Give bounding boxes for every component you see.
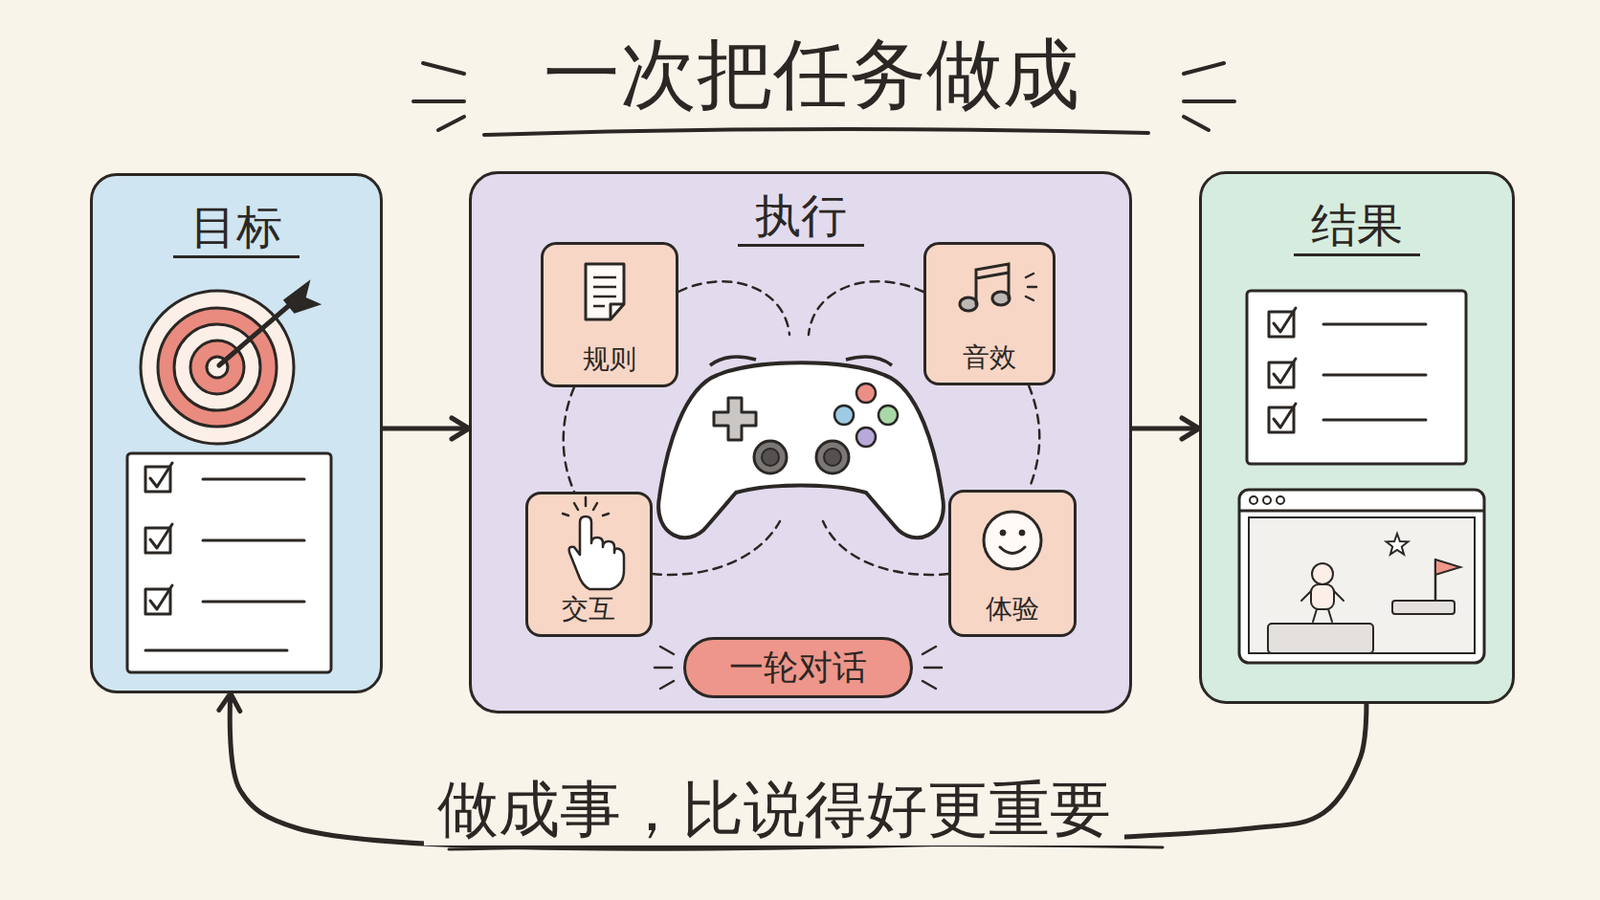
title-decoration <box>1183 99 1235 104</box>
panel-heading: 目标 <box>173 200 300 259</box>
result-panel: 结果 <box>1199 171 1515 705</box>
slogan-underline <box>448 844 1163 850</box>
flow-arrow <box>229 693 1367 849</box>
node-label: 一轮对话 <box>729 650 867 686</box>
title-decoration <box>413 99 465 104</box>
slogan-underline <box>448 844 1163 850</box>
flow-arrow <box>1132 426 1200 432</box>
node-label: 音效 <box>962 343 1017 374</box>
goal-panel: 目标 <box>89 173 383 694</box>
aspect-tile: 交互 <box>525 491 653 638</box>
aspect-tile: 音效 <box>923 242 1056 386</box>
title-decoration <box>438 116 465 131</box>
diagram-title: 一次把任务做成 <box>428 32 1195 117</box>
panel-heading: 执行 <box>737 189 865 247</box>
panel-heading: 结果 <box>1293 199 1421 257</box>
flow-arrow <box>382 426 469 432</box>
node-label: 规则 <box>582 345 637 376</box>
edge-label: 做成事，比说得好更重要 <box>423 773 1125 846</box>
title-decoration <box>1183 116 1209 131</box>
node-label: 体验 <box>985 595 1040 625</box>
title-decoration <box>422 63 465 74</box>
aspect-tile: 体验 <box>948 489 1077 638</box>
aspect-tile: 规则 <box>540 242 679 388</box>
node-label: 交互 <box>561 595 616 625</box>
title-decoration <box>1183 63 1224 74</box>
execution-panel: 执行规则 音效交互 体验一轮对话 <box>468 171 1133 714</box>
dialog-pill: 一轮对话 <box>683 637 913 699</box>
title-decoration <box>484 129 1149 135</box>
